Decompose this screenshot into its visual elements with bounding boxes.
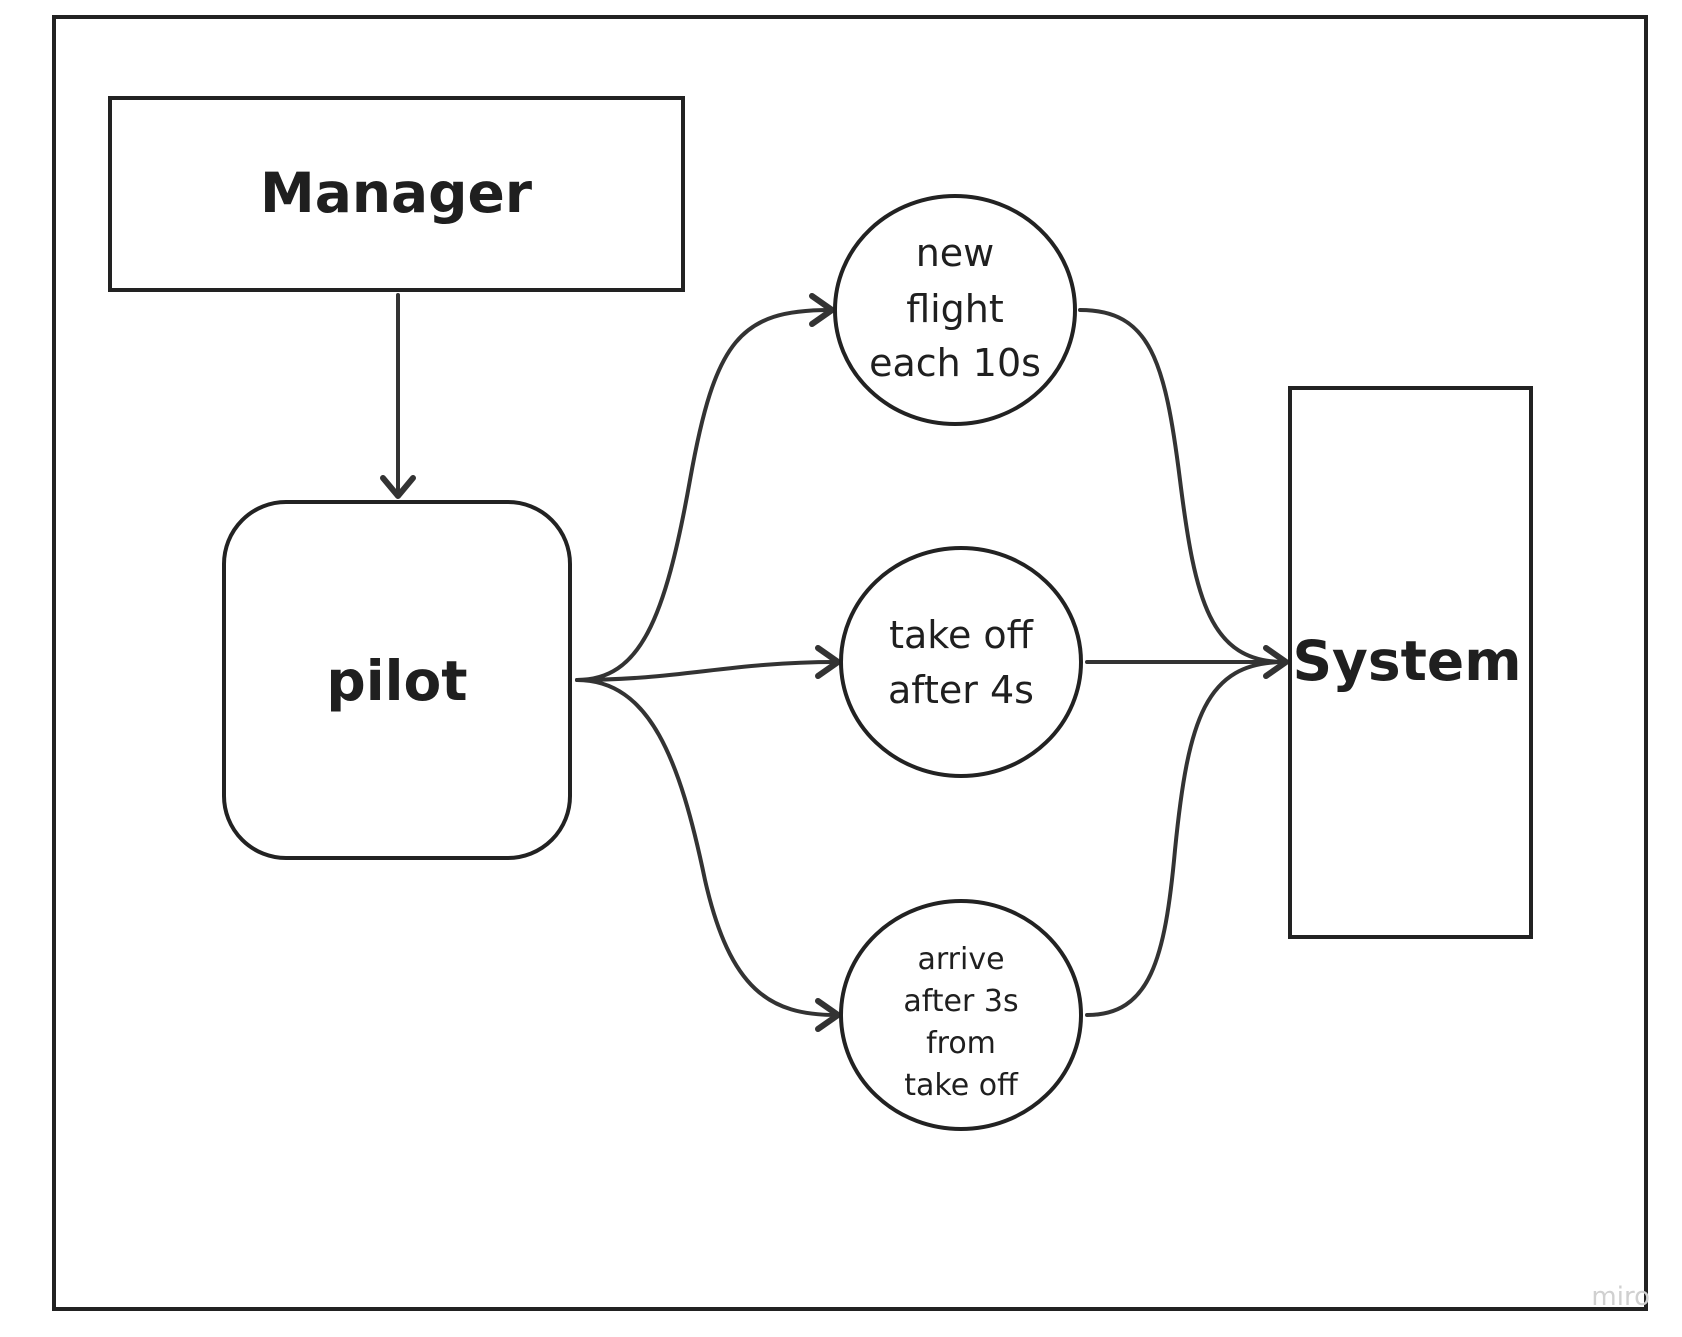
edge-pilot-to-new-flight <box>575 308 832 682</box>
edge-pilot-to-take-off <box>575 660 838 682</box>
arrowhead-arrive <box>815 998 841 1032</box>
pilot-label: pilot <box>326 649 467 713</box>
new-flight-line-2: flight <box>906 287 1004 331</box>
node-manager: Manager <box>108 96 685 292</box>
edge-arrive-to-system <box>1085 660 1286 1017</box>
arrive-line-3: from <box>926 1026 996 1061</box>
system-box <box>1288 386 1533 939</box>
edge-new-flight-to-system <box>1078 308 1286 664</box>
arrive-line-1: arrive <box>917 942 1004 977</box>
take-off-line-2: after 4s <box>888 668 1034 712</box>
miro-watermark: miro <box>1591 1282 1650 1312</box>
node-pilot: pilot <box>222 500 572 860</box>
node-take-off: take off after 4s <box>839 546 1083 778</box>
take-off-circle <box>839 546 1083 778</box>
arrive-line-2: after 3s <box>903 984 1018 1019</box>
node-system: System <box>1288 386 1533 939</box>
node-arrive: arrive after 3s from take off <box>839 899 1083 1131</box>
manager-label: Manager <box>260 161 532 225</box>
arrowhead-system <box>1263 645 1289 679</box>
edges <box>380 293 1289 1032</box>
arrive-line-4: take off <box>904 1068 1019 1103</box>
node-new-flight: new flight each 10s <box>833 194 1077 426</box>
edge-pilot-to-arrive <box>575 678 838 1017</box>
arrowhead-take-off <box>815 645 841 679</box>
new-flight-circle <box>833 194 1077 426</box>
arrive-circle <box>839 899 1083 1131</box>
new-flight-line-3: each 10s <box>869 341 1041 385</box>
pilot-box <box>222 500 572 860</box>
arrowhead-pilot <box>380 475 416 499</box>
manager-box <box>108 96 685 292</box>
new-flight-line-1: new <box>916 231 995 275</box>
take-off-line-1: take off <box>889 613 1034 657</box>
system-label: System <box>1292 629 1521 693</box>
arrowhead-new-flight <box>809 293 835 327</box>
